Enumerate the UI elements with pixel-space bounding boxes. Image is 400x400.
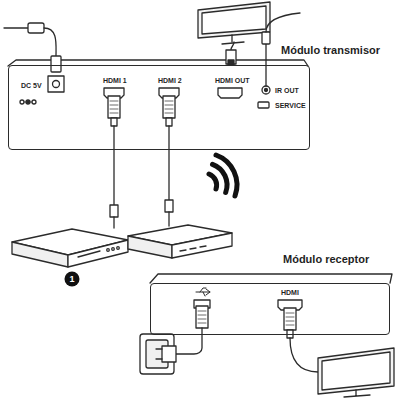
- hdmi-cable-1-part: [113, 217, 114, 228]
- callout-circle-part: [65, 272, 80, 287]
- ir-port-part: [262, 86, 270, 94]
- hdmi-cable-receiver-part: [286, 313, 294, 325]
- dc-port-part: [20, 100, 24, 104]
- module-heading: Módulo receptor: [283, 253, 369, 266]
- power-plug-part: [28, 23, 44, 33]
- power-plug-part: [4, 27, 28, 28]
- hdmi-cable-2-part: [163, 96, 175, 118]
- dvd-player-part: [78, 251, 100, 257]
- hdmi-cable-1-part: [108, 96, 120, 118]
- dc-port-part: [24, 102, 32, 103]
- dc-port-part: [26, 100, 30, 104]
- dvd-player-part: [68, 240, 128, 267]
- tv-top-part: [231, 35, 232, 42]
- usb-port: [194, 288, 210, 308]
- wireless-symbol-part: [213, 164, 228, 192]
- port-label: HDMI: [281, 289, 299, 297]
- power-plug-part: [44, 28, 56, 56]
- ir-port-part: [265, 89, 268, 92]
- port-label: HDMI 2: [158, 77, 182, 85]
- hdmi-cable-out-part: [231, 42, 234, 50]
- transmitter-module: Módulo transmisorDC 5VHDMI 1HDMI 2HDMI O…: [8, 65, 310, 150]
- port-label: SERVICE: [275, 102, 306, 110]
- ir-port: [258, 86, 270, 108]
- module-heading: Módulo transmisor: [281, 44, 380, 57]
- port-label: HDMI OUT: [215, 77, 250, 85]
- hdmi-cable-1-part: [111, 118, 117, 126]
- hdmi-cable-1-part: [113, 126, 114, 205]
- hdmi-cable-2-part: [168, 126, 169, 200]
- hdmi-cable-2-part: [168, 212, 169, 226]
- dc-port-part: [48, 76, 64, 92]
- dc-port-part: [32, 100, 36, 104]
- port-label: DC 5V: [21, 82, 42, 90]
- set-top-box-part: [180, 246, 206, 251]
- receiver-module: Módulo receptorHDMI: [150, 283, 390, 335]
- dvd-player-part: [12, 242, 68, 267]
- usb-cable: [176, 306, 208, 354]
- hdmi-cable-receiver-part: [284, 308, 296, 330]
- hdmi-cable-receiver: [284, 308, 318, 372]
- hdmi-port-part: [218, 88, 242, 98]
- hdmi-cable-1: [108, 96, 120, 228]
- wireless-symbol-part: [216, 155, 237, 196]
- dc-port-part: [53, 81, 60, 88]
- receiver-housing: [150, 274, 392, 283]
- wireless-symbol-part: [209, 174, 217, 189]
- callout-circle: [65, 272, 80, 287]
- hdmi-cable-out: [226, 42, 236, 65]
- usb-cable-part: [176, 328, 202, 354]
- hdmi-cable-1-part: [110, 101, 118, 113]
- wall-outlet-part: [162, 346, 176, 362]
- set-top-box-part: [128, 236, 172, 258]
- tv-top-part: [222, 42, 244, 44]
- wall-outlet-part: [156, 349, 162, 359]
- usb-port-part: [196, 288, 210, 296]
- ir-cable-part: [266, 13, 300, 32]
- dvd-player-part: [107, 249, 110, 252]
- set-top-box: [128, 225, 232, 258]
- hdmi-cable-2-part: [165, 200, 173, 212]
- hdmi-cable-2: [163, 96, 175, 226]
- ir-port-part: [258, 102, 269, 108]
- port-label: HDMI 1: [103, 77, 127, 85]
- usb-cable-part: [196, 306, 208, 328]
- hdmi-cable-1-part: [110, 205, 118, 217]
- tv-top: [198, 2, 270, 44]
- hdmi-cable-2-part: [165, 101, 173, 113]
- dvd-player-part: [117, 247, 120, 250]
- dvd-player: [12, 229, 128, 267]
- set-top-box-part: [172, 233, 232, 258]
- hdmi-cable-2-part: [166, 118, 172, 126]
- tv-top-part: [198, 2, 270, 38]
- tv-bottom-part: [344, 390, 370, 397]
- hdmi-cable-out-part: [226, 50, 236, 64]
- power-plug-part: [51, 56, 61, 72]
- tv-bottom-part: [318, 348, 394, 394]
- ir-cable-part: [262, 32, 270, 44]
- receiver-housing-part: [150, 274, 392, 283]
- dc-port: [20, 76, 64, 104]
- wireless-symbol: [209, 155, 237, 196]
- port-label: IR OUT: [275, 87, 299, 95]
- dvd-player-part: [112, 248, 115, 251]
- wall-outlet: [140, 334, 176, 374]
- usb-cable-part: [198, 311, 206, 323]
- callout-number: 1: [69, 275, 74, 284]
- hdmi-cable-receiver-part: [287, 330, 293, 338]
- tv-bottom: [318, 348, 394, 397]
- tv-top-part: [202, 6, 266, 34]
- hdmi-cable-receiver-part: [290, 338, 318, 372]
- tv-bottom-part: [322, 352, 390, 390]
